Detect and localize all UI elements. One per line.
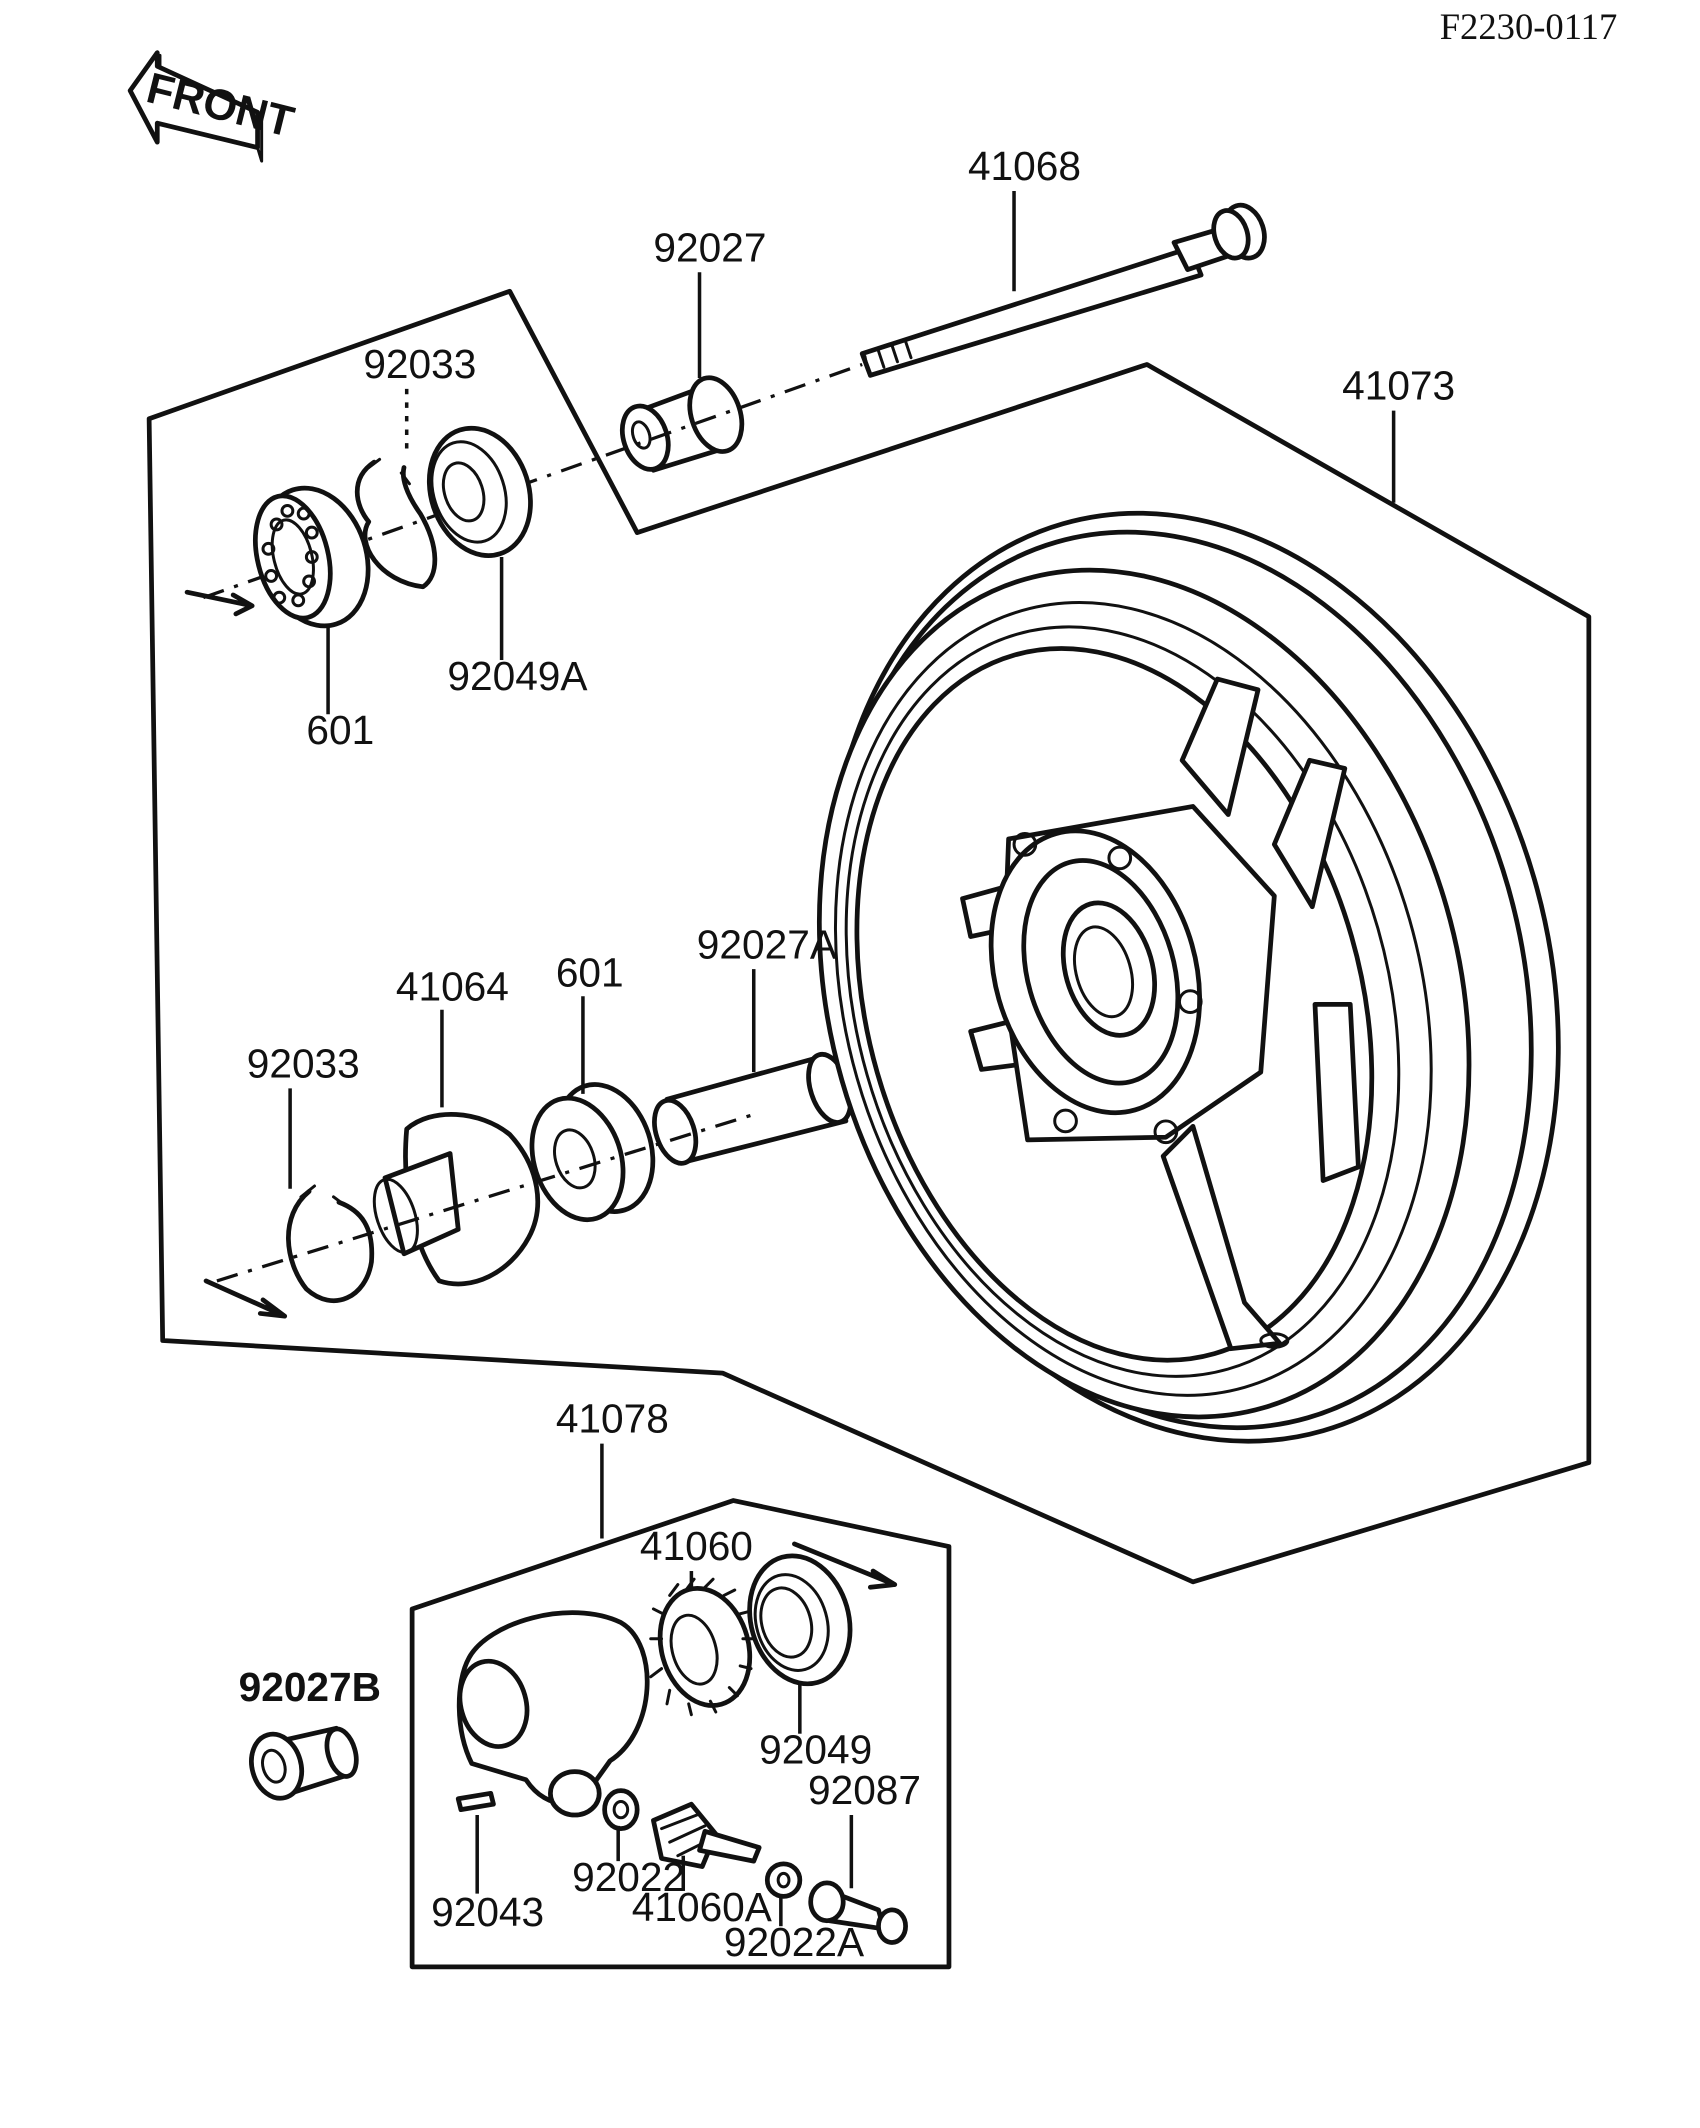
front-arrow-icon: FRONT bbox=[127, 50, 299, 163]
hub-assembly-outline bbox=[409, 1498, 952, 1970]
circlip-92033-mid bbox=[286, 1184, 375, 1303]
assembly-outline bbox=[146, 288, 1592, 1585]
label-92087: 92087 bbox=[808, 1767, 921, 1813]
direction-arrow-mid-icon bbox=[203, 1278, 288, 1319]
label-92033-mid: 92033 bbox=[247, 1041, 360, 1087]
seal-92049A bbox=[426, 425, 533, 558]
label-601-top: 601 bbox=[306, 707, 374, 753]
label-92022A: 92022A bbox=[724, 1919, 865, 1965]
label-92049: 92049 bbox=[759, 1727, 872, 1773]
label-41078: 41078 bbox=[556, 1396, 669, 1442]
bearing-601-top bbox=[253, 485, 371, 629]
direction-arrow-low-icon bbox=[792, 1541, 898, 1590]
pinion-41060A bbox=[651, 1801, 762, 1869]
label-92033-top: 92033 bbox=[363, 341, 476, 387]
diagram-code: F2230-0117 bbox=[1440, 6, 1618, 47]
label-92027: 92027 bbox=[653, 224, 766, 270]
label-92049A: 92049A bbox=[447, 653, 588, 699]
label-92022: 92022 bbox=[572, 1854, 685, 1900]
axle-41068 bbox=[859, 202, 1267, 378]
seal-92049 bbox=[747, 1553, 853, 1687]
label-92043: 92043 bbox=[431, 1889, 544, 1935]
label-41064: 41064 bbox=[396, 963, 509, 1009]
label-41060: 41060 bbox=[640, 1523, 753, 1569]
label-92027B: 92027B bbox=[239, 1664, 381, 1710]
label-41073: 41073 bbox=[1342, 363, 1455, 409]
gear-41060 bbox=[649, 1577, 756, 1717]
pin-92043 bbox=[455, 1790, 496, 1812]
spacer-92027 bbox=[619, 375, 745, 473]
spacer-92027B bbox=[249, 1725, 359, 1801]
label-92027A: 92027A bbox=[697, 921, 838, 967]
wheel-41073 bbox=[816, 510, 1561, 1444]
gear-housing bbox=[456, 1610, 650, 1818]
label-41068: 41068 bbox=[968, 143, 1081, 189]
leader-lines bbox=[288, 190, 1396, 1927]
washer-92022A bbox=[764, 1861, 803, 1899]
collar-41064 bbox=[372, 1111, 541, 1287]
label-41060A: 41060A bbox=[632, 1884, 773, 1930]
spacer-92027A bbox=[652, 1051, 854, 1166]
circlip-92033-top bbox=[355, 457, 438, 590]
front-arrow-label: FRONT bbox=[142, 64, 299, 147]
bushing-92087 bbox=[808, 1880, 908, 1945]
washer-92022 bbox=[602, 1788, 640, 1831]
direction-arrow-top-icon bbox=[184, 589, 255, 617]
label-601-mid: 601 bbox=[556, 950, 624, 996]
